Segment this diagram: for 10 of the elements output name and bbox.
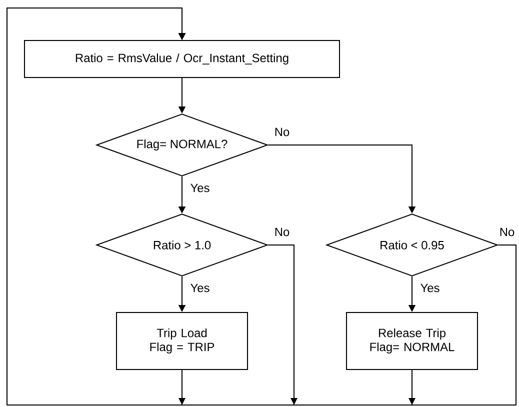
edge-label: Yes bbox=[190, 284, 210, 292]
edge-label: Yes bbox=[420, 284, 440, 292]
process-box: Ratio = RmsValue / Ocr_Instant_Setting bbox=[24, 40, 340, 78]
edge-label: No bbox=[275, 228, 290, 236]
arrow bbox=[6, 8, 416, 406]
edge-label: No bbox=[500, 228, 514, 236]
edge-label: No bbox=[275, 128, 290, 136]
edge-label: Yes bbox=[190, 184, 210, 192]
process-box: Release Trip Flag= NORMAL bbox=[346, 312, 478, 370]
process-box: Trip Load Flag = TRIP bbox=[116, 312, 248, 370]
